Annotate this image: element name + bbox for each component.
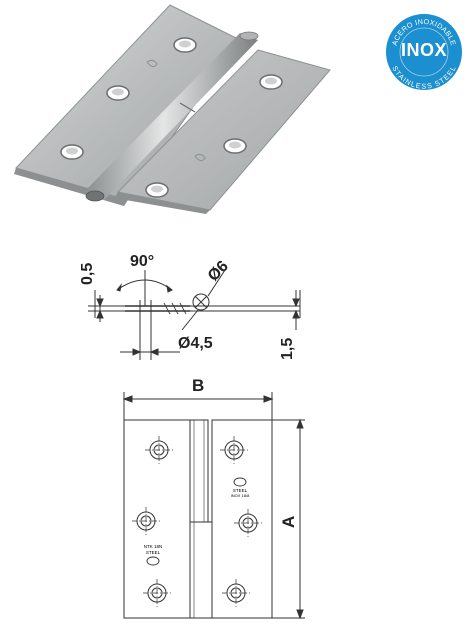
stamp-left: NTK 18N STEEL (144, 544, 163, 566)
hinge-photo (14, 4, 331, 214)
hole-diameter-label: Ø4,5 (178, 335, 213, 352)
countersunk-hole-icon (220, 436, 248, 464)
countersunk-hole-icon (143, 579, 171, 607)
leaf-height-label: 1,5 (279, 338, 296, 360)
angle-label: 90° (130, 253, 154, 270)
height-label: A (279, 516, 298, 528)
countersunk-hole-icon (234, 509, 262, 537)
stamp-right-line2: INOX 18/8 (231, 493, 250, 498)
countersunk-hole-icon (132, 507, 160, 535)
pin-diameter-label: Ø6 (205, 258, 232, 285)
front-right-leaf (211, 419, 273, 619)
stamp-left-line1: NTK 18N (144, 544, 163, 549)
width-label: B (192, 376, 204, 395)
countersunk-hole-icon (222, 579, 250, 607)
badge-main-text: INOX (400, 40, 447, 60)
front-barrel (189, 419, 213, 619)
countersunk-hole-icon (145, 436, 173, 464)
stamp-right-line1: STEEL (233, 488, 248, 493)
inox-badge: ACERO INOXIDABLE STAINLESS STEEL INOX (385, 13, 463, 91)
hinge-barrel (86, 33, 258, 200)
thickness-label: 0,5 (79, 263, 96, 285)
stamp-left-line2: STEEL (146, 550, 161, 555)
pin-circle (192, 293, 210, 311)
stamp-right: STEEL INOX 18/8 (231, 477, 250, 498)
